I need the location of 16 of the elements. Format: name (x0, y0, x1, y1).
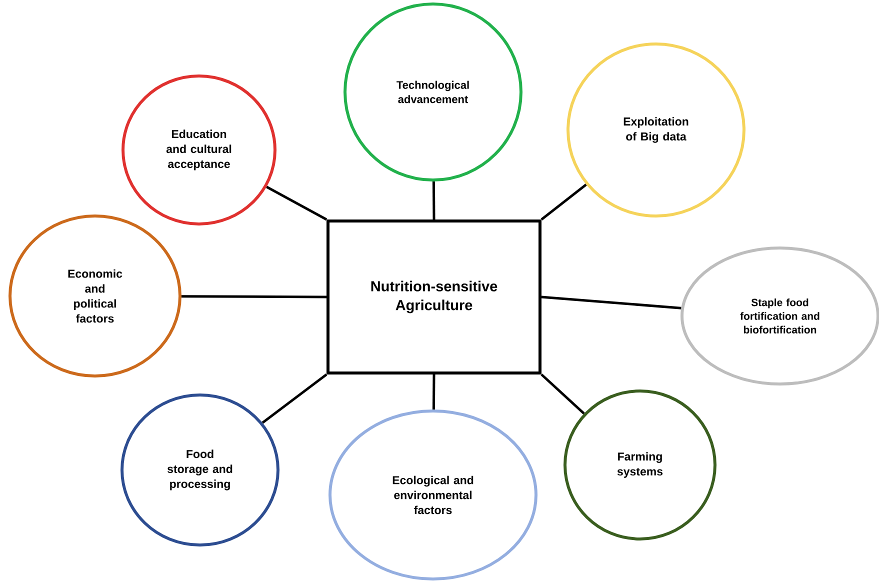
connector-line (262, 373, 328, 424)
connector-line (266, 186, 328, 221)
connector-line (432, 374, 436, 410)
circle-node: Food storage and processing (120, 394, 280, 546)
circle-node: Technological advancement (344, 2, 522, 182)
circle-node: Economic and political factors (8, 214, 182, 378)
circle-node: Farming systems (564, 390, 716, 540)
circle-node: Exploitation of Big data (566, 42, 746, 218)
connector-line (540, 184, 587, 220)
circle-node: Ecological and environmental factors (328, 410, 538, 580)
center-box: Nutrition-sensitive Agriculture (326, 220, 542, 374)
connector-line (541, 296, 682, 310)
circle-node: Education and cultural acceptance (122, 74, 276, 226)
connector-line (540, 374, 585, 414)
connector-line (432, 181, 436, 220)
connector-line (182, 295, 327, 298)
